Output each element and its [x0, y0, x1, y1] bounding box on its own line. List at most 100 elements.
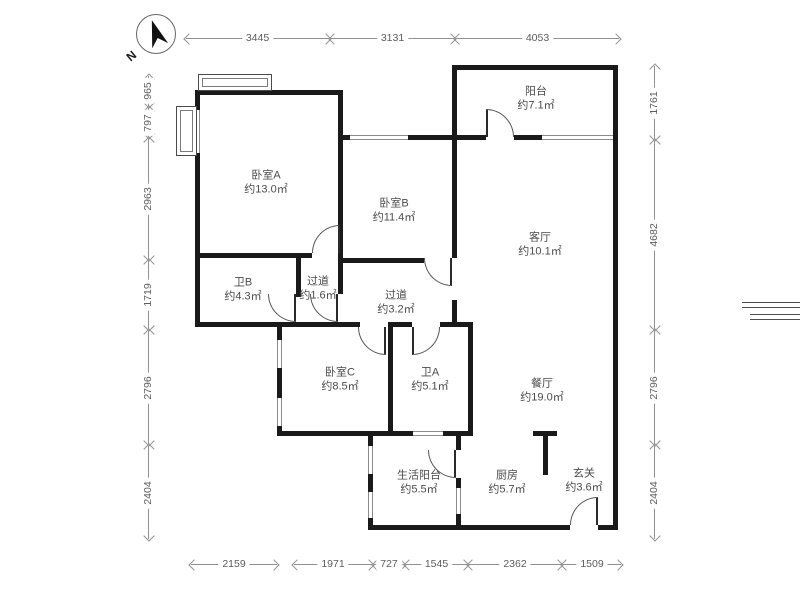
wall-break-mark	[750, 314, 800, 320]
compass: N	[124, 14, 176, 64]
room-label-bedroom-a: 卧室A 约13.0㎡	[244, 169, 287, 198]
wall	[338, 90, 343, 258]
room-name: 过道	[384, 289, 407, 302]
room-label-bath-b: 卫B 约4.3㎡	[224, 276, 261, 305]
dim-value: 2796	[648, 371, 660, 404]
dim-arrow	[268, 559, 280, 571]
dimension-right-4: 2404	[648, 443, 661, 542]
wall	[452, 65, 457, 258]
room-label-hallway: 过道 约3.2㎡	[377, 289, 414, 318]
room-label-dining-room: 餐厅 约19.0㎡	[520, 377, 563, 406]
dimension-bottom-2: 1971	[291, 558, 375, 571]
wall	[456, 478, 461, 488]
dimension-right-1: 1761	[648, 63, 661, 142]
dim-arrow	[649, 63, 661, 75]
dim-value: 1761	[648, 86, 660, 119]
wall	[456, 431, 461, 450]
room-label-bath-a: 卫A 约5.1㎡	[411, 366, 448, 395]
dim-value: 1509	[576, 558, 608, 570]
dim-arrow	[143, 443, 155, 455]
dimension-left-2: 797	[142, 105, 155, 140]
door-arc-bedroom-c	[358, 327, 386, 355]
door-arc-bedroom-a	[312, 225, 340, 253]
window	[350, 135, 408, 140]
dim-value: 2362	[499, 558, 531, 570]
door-arc-bath-b	[268, 294, 296, 322]
dimension-left-5: 2796	[142, 328, 155, 447]
room-name: 卫B	[233, 276, 253, 289]
wall	[277, 431, 413, 436]
wall	[456, 514, 461, 530]
room-label-entry: 玄关 约3.6㎡	[565, 467, 602, 496]
window	[413, 431, 443, 436]
room-label-kitchen: 厨房 约5.7㎡	[488, 469, 525, 498]
compass-circle	[136, 14, 176, 54]
wall	[388, 322, 393, 436]
room-area: 约3.2㎡	[377, 304, 415, 316]
room-name: 阳台	[524, 85, 547, 98]
wall	[514, 135, 542, 140]
dimension-top-2: 3131	[328, 32, 457, 45]
dim-arrow	[649, 138, 661, 150]
room-label-hallway-small: 过道 约1.6㎡	[299, 275, 336, 304]
window	[368, 492, 373, 518]
door-arc-balcony	[486, 109, 514, 137]
wall	[277, 426, 282, 436]
dim-value: 727	[376, 558, 402, 570]
room-label-service-balcony: 生活阳台 约5.5㎡	[397, 469, 441, 498]
wall	[452, 300, 457, 327]
dim-arrow	[649, 328, 661, 340]
window	[277, 398, 282, 426]
dimension-bottom-6: 1509	[560, 558, 624, 571]
dim-arrow	[560, 559, 572, 571]
dim-value: 2404	[648, 476, 660, 509]
dim-arrow	[143, 136, 155, 148]
dim-arrow	[453, 33, 465, 45]
room-area: 约7.1㎡	[517, 100, 555, 112]
north-arrow-icon	[141, 17, 170, 49]
room-label-bedroom-b: 卧室B 约11.4㎡	[373, 197, 416, 226]
dimension-bottom-1: 2159	[188, 558, 280, 571]
wall	[368, 431, 373, 446]
room-area: 约19.0㎡	[520, 392, 564, 404]
window	[456, 488, 461, 514]
dim-value: 4053	[521, 32, 554, 44]
wall	[543, 431, 548, 475]
dim-arrow	[649, 443, 661, 455]
room-label-balcony: 阳台 约7.1㎡	[517, 85, 554, 114]
dim-value: 3445	[241, 32, 274, 44]
room-area: 约5.5㎡	[400, 484, 438, 496]
room-name: 生活阳台	[397, 469, 441, 482]
dim-value: 2404	[142, 476, 154, 509]
wall	[277, 368, 282, 398]
dimension-left-1: 965	[142, 73, 155, 109]
dimension-bottom-5: 2362	[466, 558, 564, 571]
wall	[195, 90, 343, 95]
room-name: 卧室B	[379, 197, 409, 210]
dim-arrow	[610, 33, 622, 45]
wall	[277, 327, 282, 340]
dimension-top-1: 3445	[183, 32, 332, 45]
dim-arrow	[466, 559, 478, 571]
dim-arrow	[649, 530, 661, 542]
room-name: 过道	[306, 275, 329, 288]
dimension-bottom-4: 1545	[403, 558, 470, 571]
dimension-left-6: 2404	[142, 443, 155, 542]
bay-window	[198, 74, 272, 91]
room-name: 玄关	[572, 467, 595, 480]
dim-arrow	[143, 258, 155, 270]
wall	[195, 322, 360, 327]
wall	[368, 518, 373, 530]
room-label-bedroom-c: 卧室C 约8.5㎡	[321, 366, 358, 395]
window	[277, 340, 282, 368]
dim-value: 1719	[142, 279, 154, 311]
wall	[195, 253, 312, 258]
dim-value: 2796	[142, 371, 154, 404]
window	[542, 135, 613, 140]
dimension-bottom-3: 727	[371, 558, 407, 571]
dim-value: 965	[142, 78, 154, 104]
dim-value: 797	[142, 109, 154, 136]
room-label-living-room: 客厅 约10.1㎡	[518, 231, 561, 260]
room-name: 厨房	[495, 469, 518, 482]
dimension-left-4: 1719	[142, 258, 155, 332]
